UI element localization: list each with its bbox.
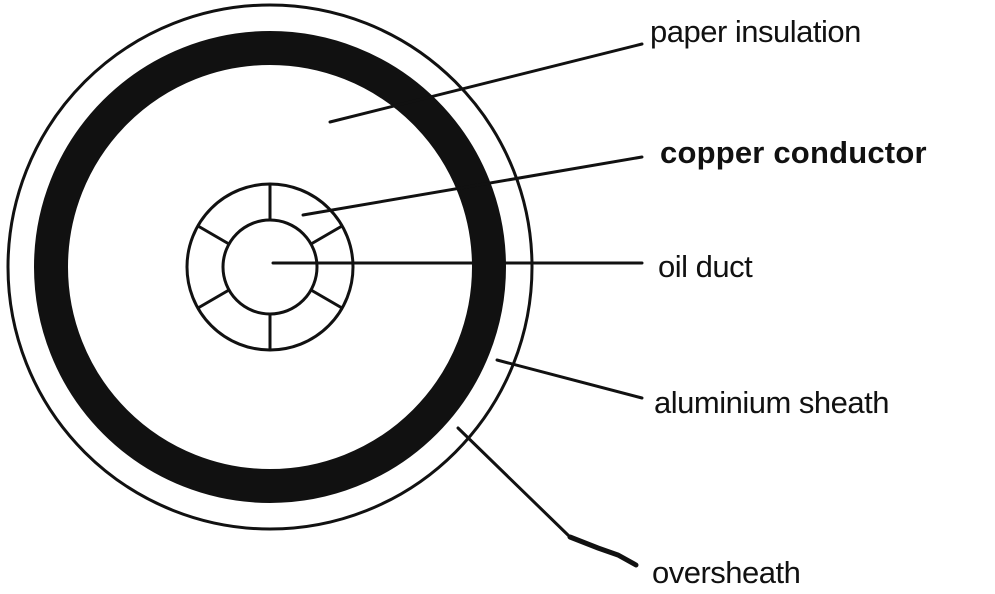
oversheath-outer-ring: [6, 3, 534, 531]
label-paper-insulation: paper insulation: [650, 14, 861, 49]
leader-line-oversheath: [456, 426, 572, 539]
label-oversheath: oversheath: [652, 555, 800, 590]
aluminium-sheath-ring: [34, 31, 506, 503]
label-aluminium-sheath: aluminium sheath: [654, 385, 889, 420]
label-copper-conductor: copper conductor: [660, 135, 927, 170]
leader-line-copper-conductor: [301, 155, 644, 217]
leader-line-paper-insulation: [328, 42, 644, 124]
leader-line-aluminium-sheath: [495, 358, 644, 400]
leader-line-oversheath-scribble: [567, 534, 639, 568]
conductor-segment-dividers: [197, 184, 343, 350]
label-oil-duct: oil duct: [658, 249, 753, 284]
oil-duct-circle: [221, 218, 319, 316]
